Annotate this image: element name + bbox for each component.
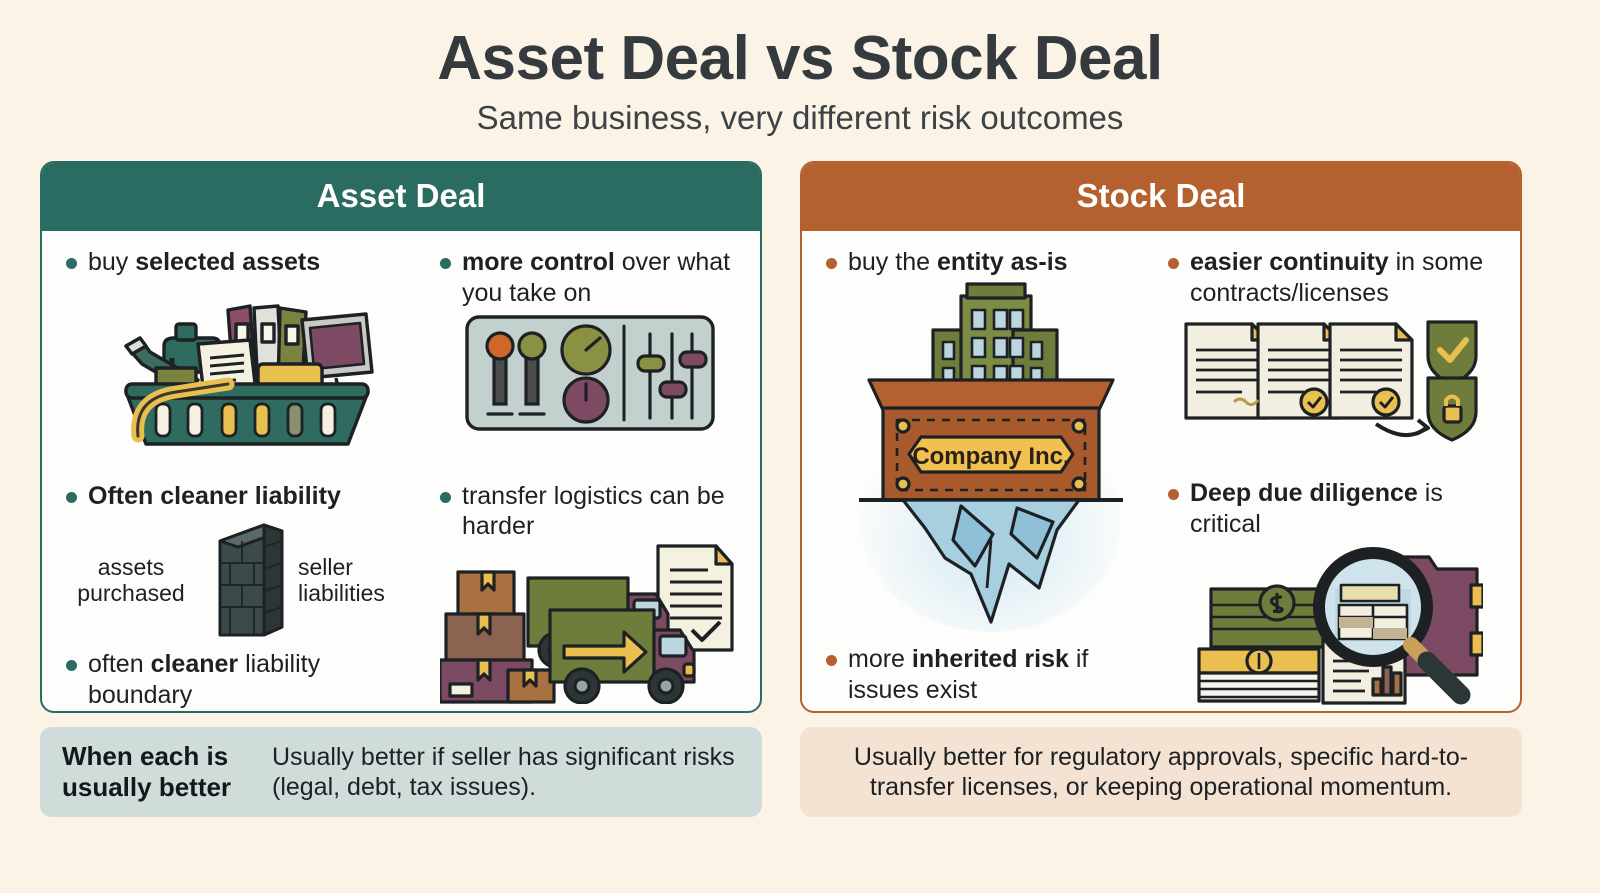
company-iceberg-illustration: Company Inc.: [826, 281, 1156, 643]
bullet-more-control: more control over what you take on: [440, 247, 740, 308]
bullet-dot-icon: [440, 258, 451, 270]
bullet-text: Deep due diligence is critical: [1190, 479, 1443, 538]
asset-deal-footer: When each is usually better Usually bett…: [40, 727, 762, 818]
stock-quadrant-due-diligence: Deep due diligence is critical: [1162, 476, 1504, 707]
page-title: Asset Deal vs Stock Deal: [437, 24, 1163, 93]
wall-label-assets-purchased: assets purchased: [77, 553, 185, 607]
asset-footer-text: Usually better if seller has significant…: [272, 743, 735, 802]
bullet-text: transfer logistics can be harder: [462, 481, 725, 541]
bullet-dot-icon: [826, 258, 837, 270]
stock-deal-body: buy the entity as-is: [802, 231, 1520, 711]
stock-deal-card: Stock Deal buy the entity as-is: [800, 161, 1522, 714]
bullet-dot-icon: [826, 655, 837, 667]
bullet-transfer-logistics: transfer logistics can be harder: [440, 481, 740, 542]
bullet-text: buy selected assets: [88, 248, 321, 277]
stock-quadrant-easier-continuity: easier continuity in some contracts/lice…: [1162, 245, 1504, 476]
asset-quadrant-selected-assets: buy selected assets: [60, 245, 434, 479]
asset-quadrant-cleaner-liability: Often cleaner liability assets purchased: [60, 479, 434, 712]
bullet-more-inherited-risk: more inherited risk if issues exist: [826, 644, 1156, 705]
bullet-dot-icon: [1168, 489, 1179, 501]
bullet-text: often cleaner liability boundary: [88, 650, 321, 709]
bullet-text: Often cleaner liability: [88, 481, 341, 510]
bullet-buy-entity-as-is: buy the entity as-is: [826, 247, 1156, 278]
bullet-cleaner-liability-boundary: often cleaner liability boundary: [66, 649, 428, 710]
bullet-deep-due-diligence: Deep due diligence is critical: [1168, 478, 1498, 539]
bullet-dot-icon: [1168, 258, 1179, 270]
bullet-easier-continuity: easier continuity in some contracts/lice…: [1168, 247, 1498, 308]
brick-wall-icon: [218, 523, 284, 637]
bullet-often-cleaner-liability: Often cleaner liability: [66, 481, 428, 512]
asset-deal-column: Asset Deal buy selected assets: [40, 161, 762, 818]
bullet-dot-icon: [66, 491, 77, 503]
brick-wall-divider-illustration: assets purchased: [66, 517, 428, 643]
asset-quadrant-more-control: more control over what you take on: [434, 245, 746, 479]
header: Asset Deal vs Stock Deal Same business, …: [0, 0, 1600, 137]
bullet-text: buy the entity as-is: [848, 248, 1068, 277]
stock-deal-heading: Stock Deal: [802, 163, 1520, 232]
contracts-shields-illustration: [1168, 314, 1498, 442]
asset-deal-card: Asset Deal buy selected assets: [40, 161, 762, 714]
asset-deal-heading: Asset Deal: [42, 163, 760, 232]
bullet-dot-icon: [66, 660, 77, 672]
comparison-columns: Asset Deal buy selected assets: [0, 161, 1600, 818]
wall-label-seller-liabilities: seller liabilities: [298, 553, 385, 607]
bullet-buy-selected-assets: buy selected assets: [66, 247, 428, 278]
stock-footer-text: Usually better for regulatory approvals,…: [853, 743, 1469, 802]
bullet-text: more inherited risk if issues exist: [848, 645, 1089, 704]
page-subtitle: Same business, very different risk outco…: [476, 99, 1124, 137]
moving-trucks-boxes-illustration: [440, 542, 740, 704]
bullet-dot-icon: [440, 491, 451, 503]
assets-basket-illustration: [66, 280, 428, 448]
stock-quadrant-entity-as-is: buy the entity as-is: [820, 245, 1162, 707]
company-sign-text: Company Inc.: [912, 443, 1069, 470]
control-panel-sliders-illustration: [440, 314, 740, 432]
bullet-text: more control over what you take on: [462, 248, 731, 307]
stock-deal-footer: Usually better for regulatory approvals,…: [800, 727, 1522, 818]
asset-footer-label: When each is usually better: [62, 741, 232, 803]
asset-deal-body: buy selected assets: [42, 231, 760, 712]
bullet-dot-icon: [66, 258, 77, 270]
stock-deal-column: Stock Deal buy the entity as-is: [800, 161, 1522, 818]
due-diligence-magnifier-illustration: [1168, 539, 1498, 705]
bullet-text: easier continuity in some contracts/lice…: [1190, 248, 1484, 307]
asset-quadrant-transfer-logistics: transfer logistics can be harder: [434, 479, 746, 712]
